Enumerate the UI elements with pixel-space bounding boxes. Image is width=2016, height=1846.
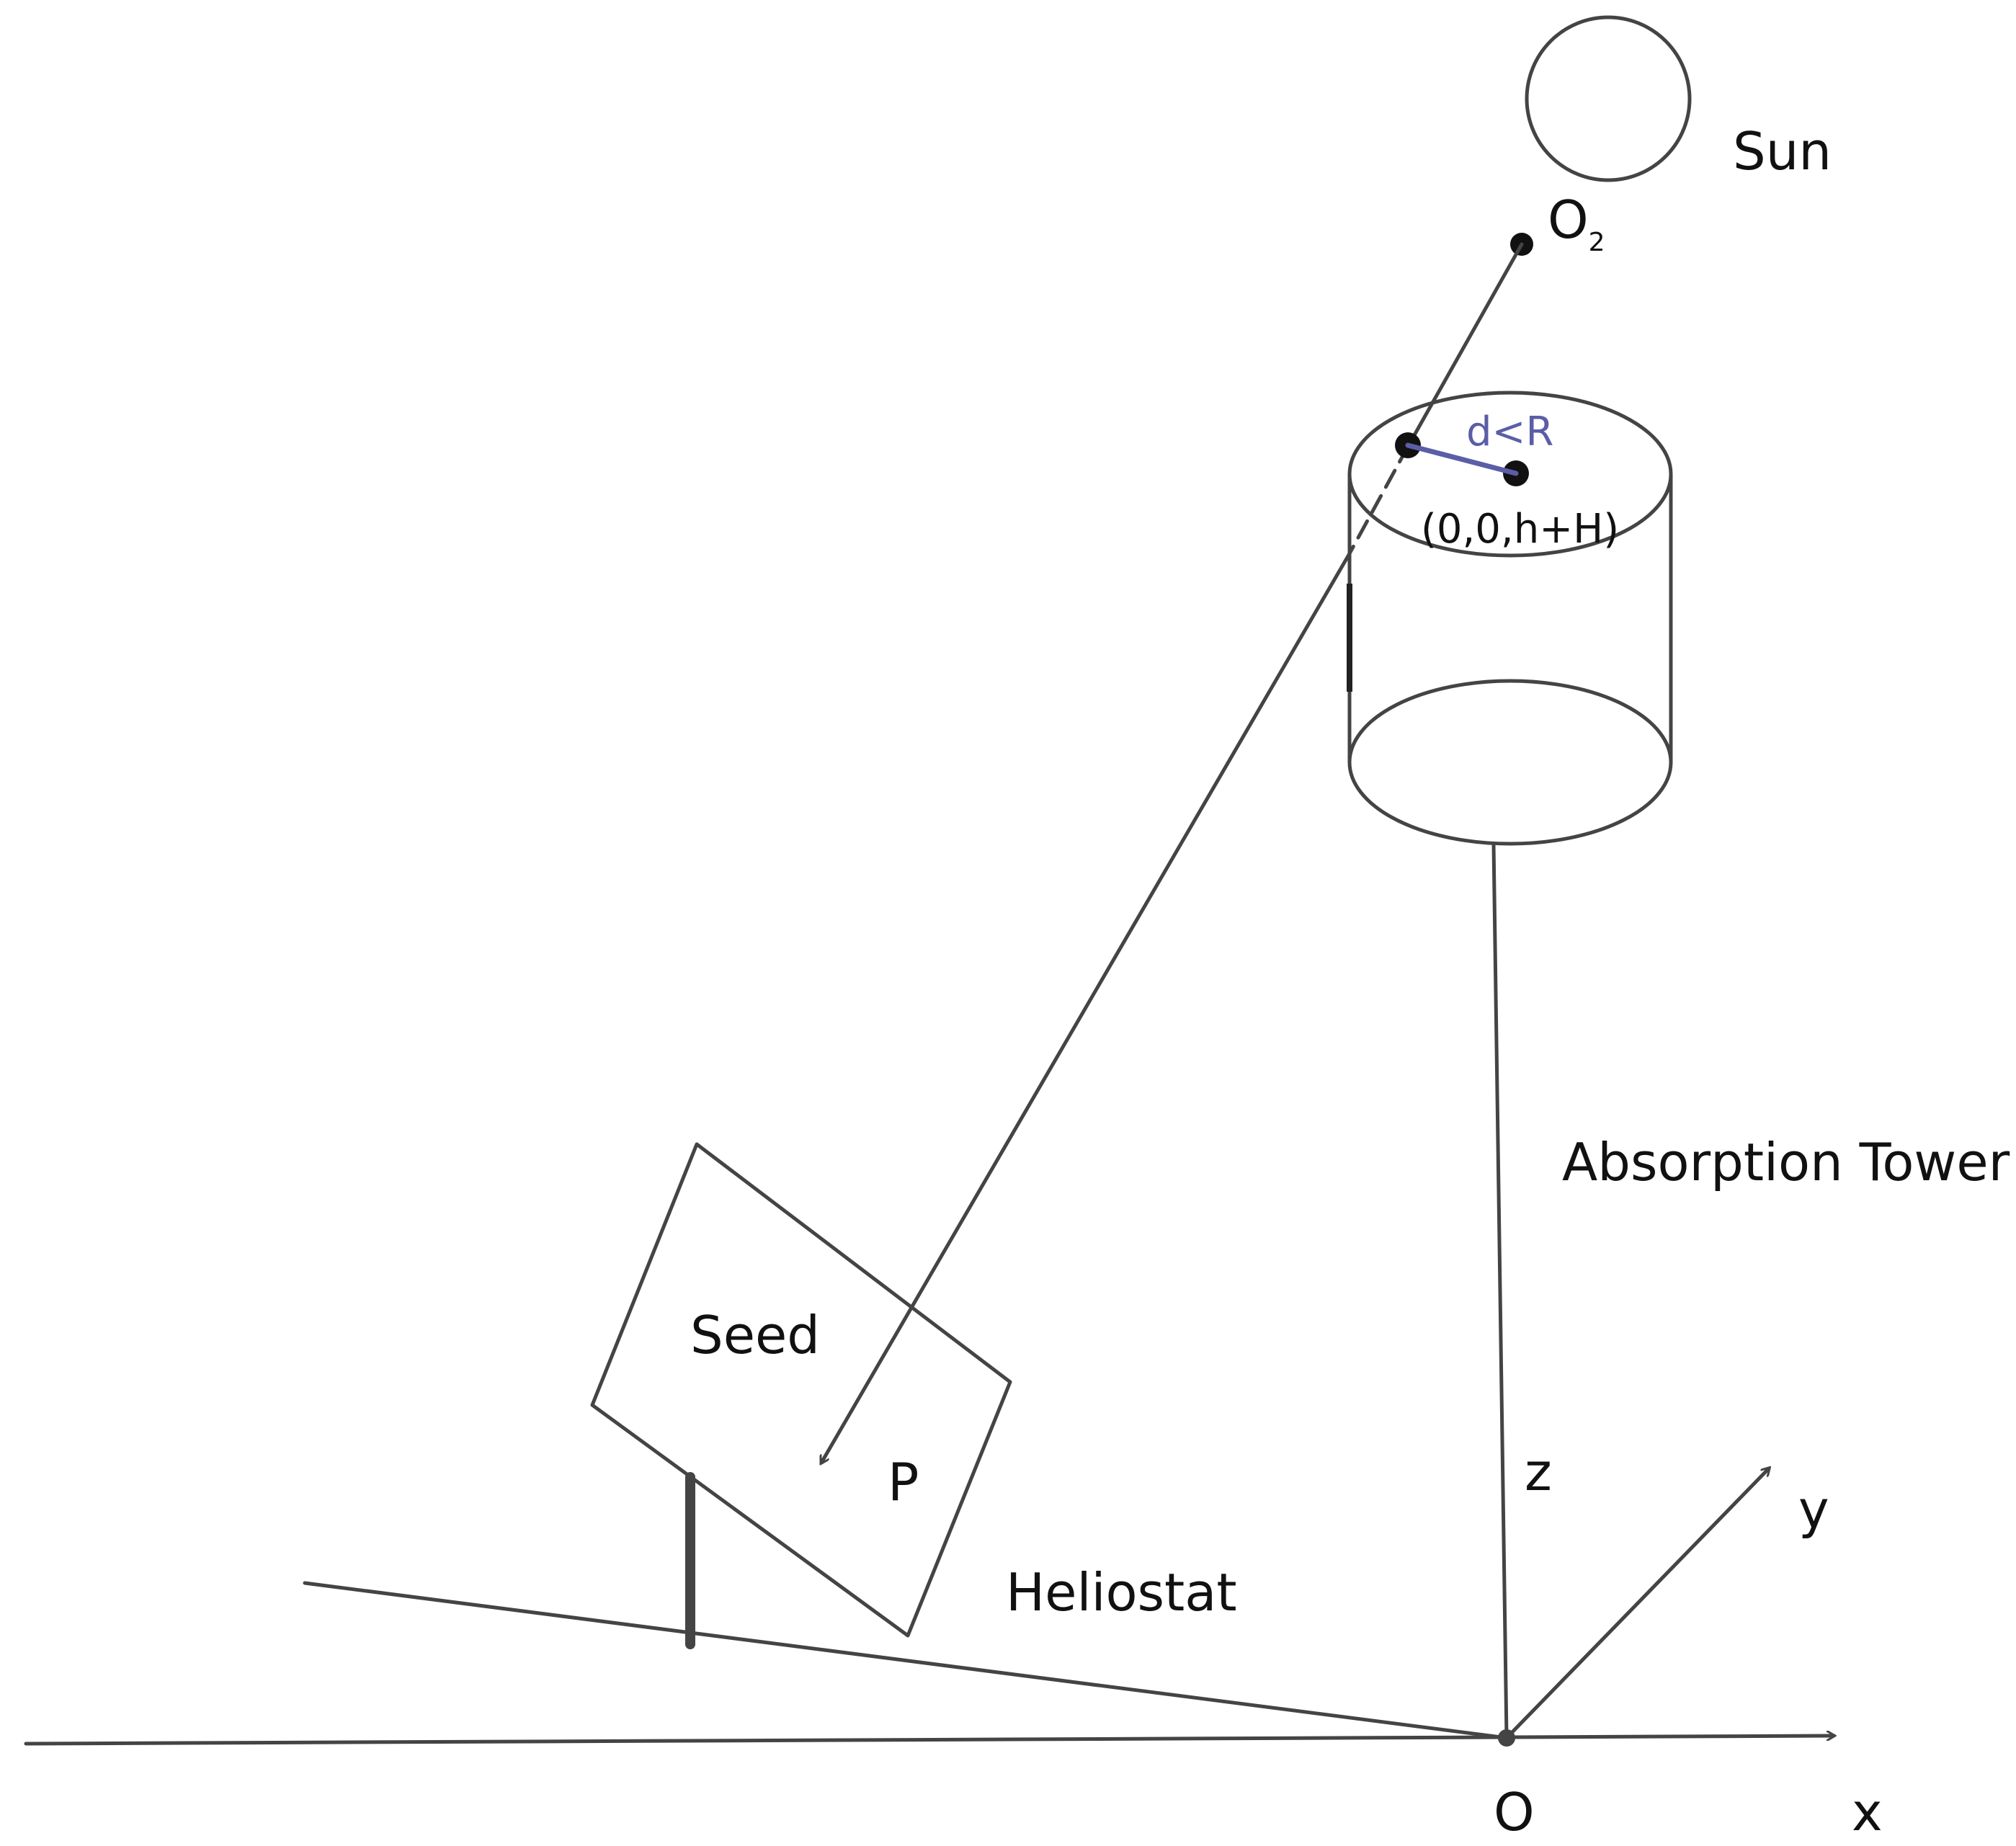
z-axis-label: z xyxy=(1525,1442,1552,1502)
point-p-label: P xyxy=(888,1452,919,1512)
sun-circle xyxy=(1525,15,1692,182)
sun-point-label: O2 xyxy=(1548,189,1605,257)
receiver-bottom-ellipse xyxy=(1347,679,1673,846)
origin-label: O xyxy=(1494,1782,1535,1842)
sun-label: Sun xyxy=(1733,121,1832,182)
distance-segment xyxy=(1405,442,1519,476)
origin-dot xyxy=(1498,1729,1515,1747)
tower-z-axis xyxy=(1491,842,1509,1740)
y-axis-label: y xyxy=(1798,1479,1829,1540)
y-axis xyxy=(1504,1468,1769,1740)
x-axis-label: x xyxy=(1852,1782,1883,1842)
ground-line xyxy=(303,1581,1509,1740)
reflected-ray xyxy=(821,553,1351,1463)
heliostat-label: Heliostat xyxy=(1006,1562,1237,1623)
x-axis xyxy=(24,1736,1834,1746)
receiver-center-label: (0,0,h+H) xyxy=(1421,506,1619,553)
tower-label: Absorption Tower xyxy=(1562,1132,2010,1192)
sun-ray-upper xyxy=(1406,242,1524,447)
seed-label: Seed xyxy=(690,1305,820,1365)
sun-ray-dashed xyxy=(1347,443,1411,557)
heliostat-mirror xyxy=(590,1142,1012,1638)
distance-label: d<R xyxy=(1466,409,1553,455)
